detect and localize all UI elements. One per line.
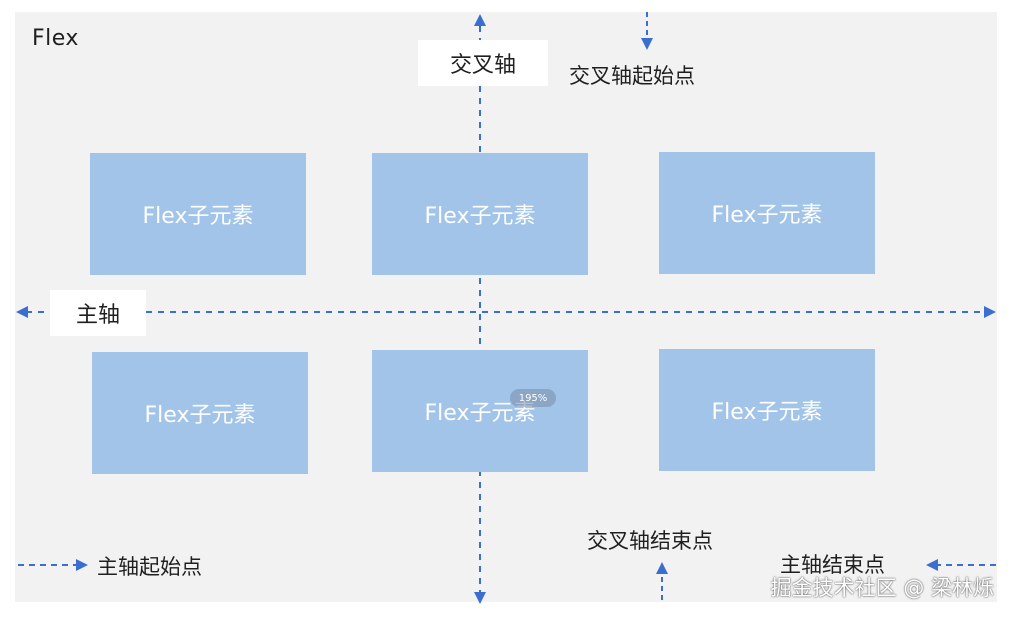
main-axis-arrow-right-icon (984, 306, 996, 318)
main-start-arrow-icon (76, 559, 88, 571)
cross-start-arrow-icon (641, 38, 653, 50)
main-axis-arrow-left-icon (16, 306, 28, 318)
main-start-caption: 主轴起始点 (97, 555, 202, 579)
main-end-arrow-icon (926, 559, 938, 571)
zoom-badge: 195% (510, 389, 556, 407)
cross-axis-label: 交叉轴 (418, 40, 548, 86)
flex-item: Flex子元素 (92, 352, 308, 474)
cross-start-caption: 交叉轴起始点 (569, 64, 695, 88)
cross-axis-arrow-down-icon (474, 592, 486, 604)
cross-end-arrow-icon (656, 562, 668, 574)
cross-axis-arrow-up-icon (474, 14, 486, 26)
flex-item: Flex子元素 (90, 153, 306, 275)
cross-end-caption: 交叉轴结束点 (587, 529, 713, 553)
flex-item: Flex子元素 (372, 350, 588, 472)
main-end-caption: 主轴结束点 (780, 553, 885, 577)
container-label: Flex (32, 26, 79, 51)
flex-item: Flex子元素 (372, 153, 588, 275)
flex-item: Flex子元素 (659, 152, 875, 274)
watermark: 掘金技术社区 @ 梁林烁 (770, 576, 994, 600)
flex-item: Flex子元素 (659, 349, 875, 471)
flex-container (15, 12, 997, 602)
main-axis-label: 主轴 (50, 290, 146, 336)
